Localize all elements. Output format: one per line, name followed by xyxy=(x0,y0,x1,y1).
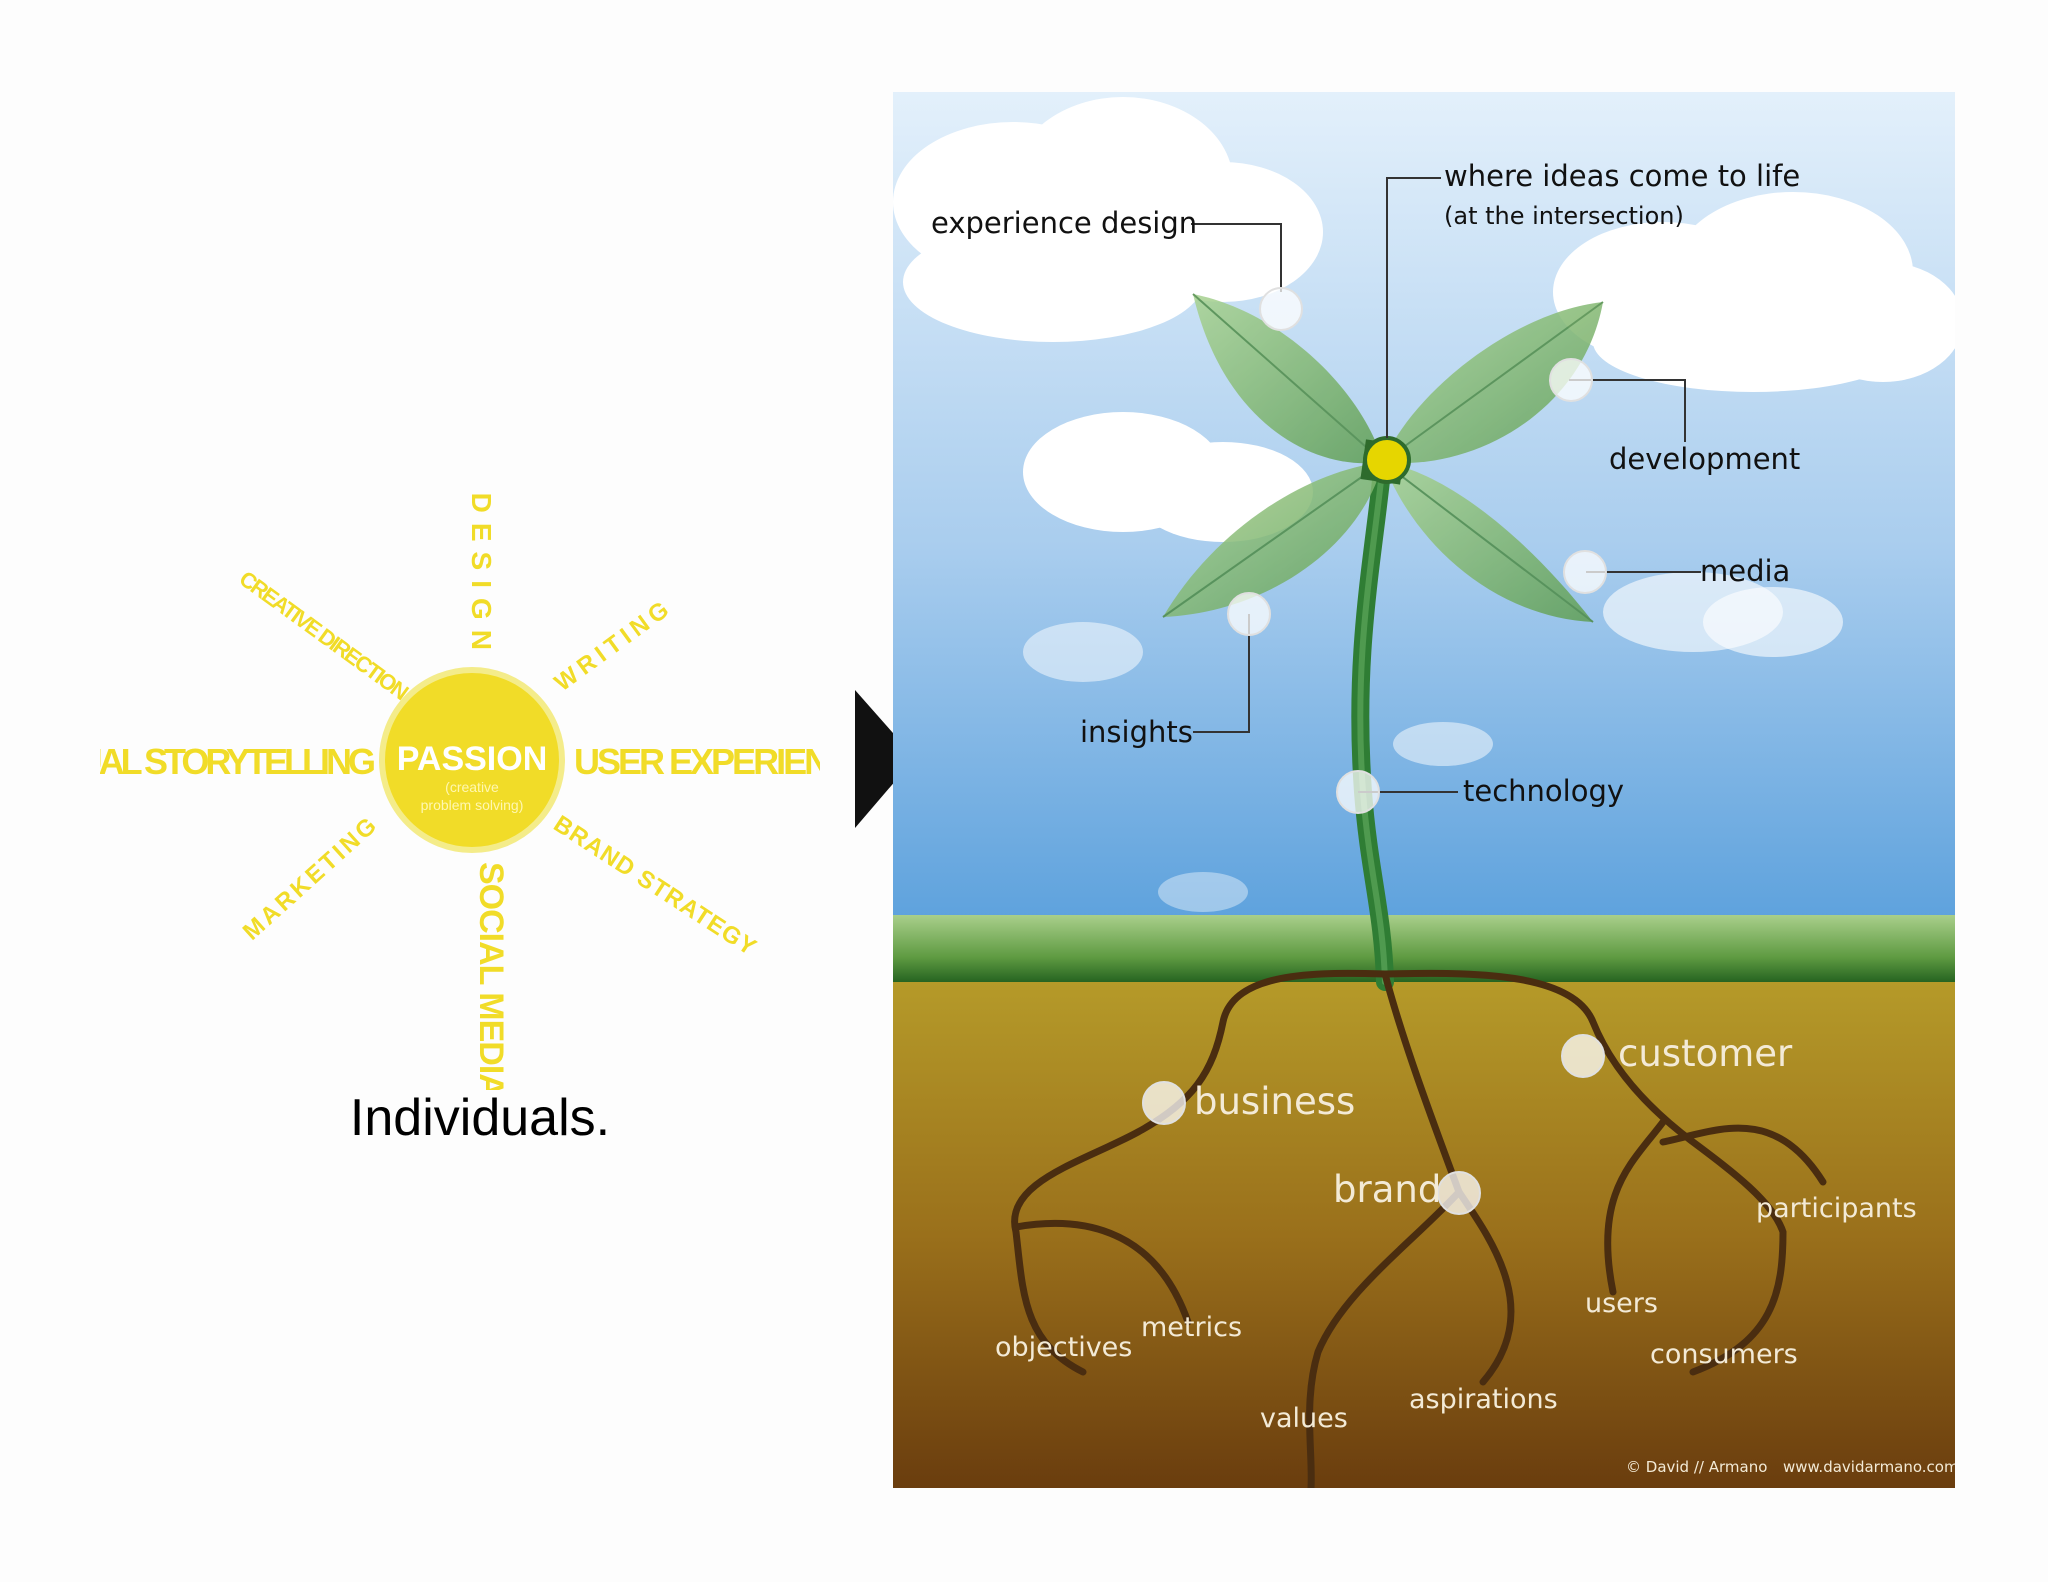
passion-title: PASSION xyxy=(397,740,548,778)
root-label-values: values xyxy=(1260,1403,1348,1434)
passion-sunburst: PASSION (creative problem solving) DESIG… xyxy=(100,493,820,1090)
label-experience-design: experience design xyxy=(931,206,1197,240)
label-ideas-line1: where ideas come to life xyxy=(1444,159,1800,193)
root-label-aspirations: aspirations xyxy=(1409,1384,1558,1415)
ray-brand-strategy: BRAND STRATEGY xyxy=(549,810,762,961)
label-technology: technology xyxy=(1463,774,1624,808)
ray-writing: WRITING xyxy=(550,593,678,697)
flower-center xyxy=(1363,436,1411,484)
ray-creative-direction: CREATIVE DIRECTION xyxy=(235,566,413,705)
individuals-caption: Individuals. xyxy=(349,1089,611,1147)
passion-subtitle-2: problem solving) xyxy=(421,797,524,813)
clouds xyxy=(893,97,1955,912)
roots xyxy=(1011,969,1827,1488)
root-label-objectives: objectives xyxy=(995,1332,1132,1363)
root-label-customer: customer xyxy=(1618,1032,1793,1075)
credit-url: www.davidarmano.com xyxy=(1783,1458,1955,1476)
root-label-business: business xyxy=(1194,1080,1355,1123)
ray-social-media: SOCIAL MEDIA xyxy=(472,862,510,1090)
root-label-brand: brand xyxy=(1333,1168,1441,1211)
ray-design: DESIGN xyxy=(466,493,497,660)
root-label-metrics: metrics xyxy=(1141,1312,1242,1343)
passion-circle xyxy=(379,667,565,853)
passion-subtitle-1: (creative xyxy=(445,779,499,795)
credit-author: © David // Armano xyxy=(1626,1458,1767,1476)
leaves xyxy=(1162,293,1604,623)
root-label-consumers: consumers xyxy=(1650,1339,1798,1370)
label-ideas-line2: (at the intersection) xyxy=(1444,202,1684,230)
soil xyxy=(893,982,1955,1488)
upper-nodes xyxy=(1227,287,1607,814)
label-insights: insights xyxy=(1080,715,1193,749)
plant-diagram: where ideas come to life (at the interse… xyxy=(893,92,1955,1488)
ray-visual-storytelling: VISUAL STORYTELLING xyxy=(100,741,374,782)
root-label-users: users xyxy=(1585,1288,1658,1319)
ray-marketing: MARKETING xyxy=(238,810,384,945)
label-media: media xyxy=(1700,554,1790,588)
root-label-participants: participants xyxy=(1756,1193,1917,1224)
ray-user-experience: USER EXPERIENCE xyxy=(574,741,820,782)
right-arrow-icon xyxy=(855,690,915,828)
root-nodes xyxy=(1142,1034,1605,1215)
label-development: development xyxy=(1609,442,1800,476)
